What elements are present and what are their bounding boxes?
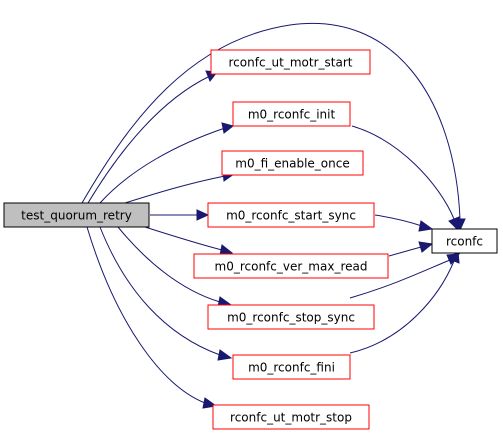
- node-m0_rconfc_stop_sync[interactable]: m0_rconfc_stop_sync: [207, 304, 375, 330]
- node-label: m0_rconfc_fini: [248, 361, 335, 375]
- node-label: m0_rconfc_stop_sync: [227, 311, 355, 325]
- node-root-label: test_quorum_retry: [21, 209, 132, 223]
- edge-arrowhead: [221, 122, 235, 134]
- node-box: [207, 304, 375, 330]
- node-m0_rconfc_ver_max_read[interactable]: m0_rconfc_ver_max_read: [193, 253, 389, 279]
- edge-arrowhead: [418, 220, 434, 232]
- edge-m0_rconfc_init-to-rconfc: [351, 125, 455, 220]
- node-label: rconfc_ut_motr_stop: [230, 411, 352, 425]
- node-rconfc[interactable]: rconfc: [431, 228, 498, 254]
- edge-root-to-m0_fi_enable_once: [124, 175, 226, 204]
- node-root[interactable]: test_quorum_retry: [3, 202, 150, 228]
- node-label: m0_rconfc_init: [248, 108, 336, 122]
- edge-m0_rconfc_start_sync-to-rconfc: [374, 214, 423, 227]
- edge-root-to-m0_rconfc_stop_sync: [117, 226, 221, 303]
- edge-root-to-rconfc: [81, 22, 461, 220]
- node-box: [193, 253, 389, 279]
- edge-m0_rconfc_ver_max_read-to-rconfc: [388, 246, 422, 257]
- node-box: [207, 202, 375, 228]
- node-box: [212, 404, 370, 430]
- node-rconfc-box: [431, 228, 498, 254]
- node-m0_rconfc_init[interactable]: m0_rconfc_init: [232, 101, 351, 127]
- node-m0_rconfc_start_sync[interactable]: m0_rconfc_start_sync: [207, 202, 375, 228]
- edge-arrowhead: [196, 209, 210, 221]
- edge-m0_rconfc_stop_sync-to-rconfc: [349, 259, 451, 299]
- edge-root-to-m0_rconfc_init: [99, 127, 226, 204]
- node-rconfc_ut_motr_stop[interactable]: rconfc_ut_motr_stop: [212, 404, 370, 430]
- edge-root-to-rconfc_ut_motr_start: [87, 75, 211, 204]
- node-rconfc_ut_motr_start[interactable]: rconfc_ut_motr_start: [210, 49, 371, 75]
- node-box: [232, 101, 351, 127]
- node-label: m0_rconfc_start_sync: [226, 209, 356, 223]
- node-label: m0_rconfc_ver_max_read: [215, 260, 368, 274]
- node-rconfc-label: rconfc: [446, 235, 483, 249]
- node-m0_rconfc_fini[interactable]: m0_rconfc_fini: [232, 354, 351, 380]
- node-label: m0_fi_enable_once: [235, 157, 350, 171]
- edge-arrowhead: [448, 216, 460, 232]
- node-m0_fi_enable_once[interactable]: m0_fi_enable_once: [221, 150, 364, 176]
- edge-m0_rconfc_fini-to-rconfc: [349, 260, 455, 354]
- node-box: [221, 150, 364, 176]
- edge-arrowhead: [448, 249, 460, 264]
- edge-arrowhead: [217, 349, 233, 361]
- node-root-box: [3, 202, 150, 228]
- node-box: [210, 49, 371, 75]
- edge-root-to-rconfc_ut_motr_stop: [86, 226, 206, 404]
- node-label: rconfc_ut_motr_start: [229, 56, 353, 70]
- node-box: [232, 354, 351, 380]
- edge-arrowhead: [418, 241, 434, 253]
- edge-root-to-m0_rconfc_fini: [99, 226, 221, 356]
- edge-root-to-m0_rconfc_ver_max_read: [144, 226, 223, 251]
